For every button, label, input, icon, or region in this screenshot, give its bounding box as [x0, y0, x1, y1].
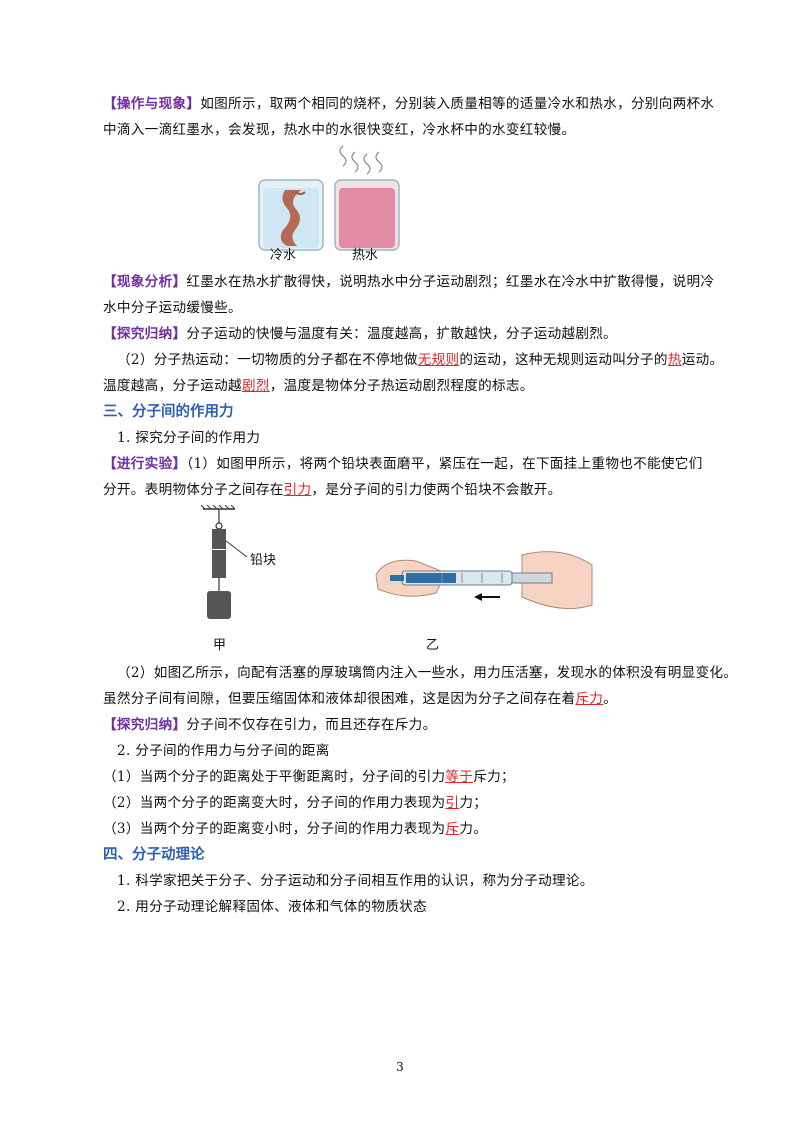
para-thermal-motion-line2: 温度越高，分子运动越剧烈，温度是物体分子热运动剧烈程度的标志。 [103, 378, 534, 394]
answer-repel: 斥 [445, 821, 460, 837]
subsection-4: 2. 用分子动理论解释固体、液体和气体的物质状态 [117, 899, 427, 915]
syringe-figure [375, 551, 593, 610]
lead-block-figure [200, 505, 248, 619]
tag-summary: 【探究归纳】 [103, 326, 187, 342]
list-item-2: （2）当两个分子的距离变大时，分子间的作用力表现为引力； [103, 795, 488, 811]
answer-attraction: 引力 [283, 482, 312, 498]
tag-experiment: 【进行实验】 [103, 456, 187, 472]
para-operation: 【操作与现象】如图所示，取两个相同的烧杯，分别装入质量相等的适量冷水和热水，分别… [103, 96, 715, 112]
answer-attract: 引 [445, 795, 460, 811]
para-syringe: （2）如图乙所示，向配有活塞的厚玻璃筒内注入一些水，用力压活塞，发现水的体积没有… [117, 665, 738, 681]
subsection-2: 2. 分子间的作用力与分子间的距离 [117, 743, 330, 759]
caption-lead-block: 铅块 [250, 553, 277, 568]
para-summary-1: 【探究归纳】分子运动的快慢与温度有关：温度越高，扩散越快，分子运动越剧烈。 [103, 326, 618, 342]
caption-jia: 甲 [213, 638, 227, 653]
list-item-3: （3）当两个分子的距离变小时，分子间的作用力表现为斥力。 [103, 821, 488, 837]
answer-repulsion: 斥力 [575, 691, 604, 707]
para-analysis: 【现象分析】红墨水在热水扩散得快，说明热水中分子运动剧烈；红墨水在冷水中扩散得慢… [103, 274, 715, 290]
page-number: 3 [396, 1060, 404, 1074]
subsection-1: 1. 探究分子间的作用力 [117, 430, 261, 446]
heading-intermolecular-force: 三、分子间的作用力 [103, 404, 234, 420]
beaker-figure [258, 145, 400, 251]
caption-cold-water: 冷水 [270, 248, 297, 263]
tag-analysis: 【现象分析】 [103, 274, 187, 290]
heading-kinetic-theory: 四、分子动理论 [103, 847, 205, 863]
answer-intense: 剧烈 [241, 378, 270, 394]
subsection-3: 1. 科学家把关于分子、分子运动和分子间相互作用的认识，称为分子动理论。 [117, 873, 594, 889]
para-experiment: 【进行实验】（1）如图甲所示，将两个铅块表面磨平，紧压在一起，在下面挂上重物也不… [103, 456, 703, 472]
tag-summary-2: 【探究归纳】 [103, 717, 187, 733]
para-experiment-line2: 分开。表明物体分子之间存在引力，是分子间的引力使两个铅块不会散开。 [103, 482, 562, 498]
caption-yi: 乙 [426, 638, 440, 653]
para-thermal-motion: （2）分子热运动：一切物质的分子都在不停地做无规则的运动，这种无规则运动叫分子的… [117, 352, 724, 368]
para-analysis-line2: 水中分子运动缓慢些。 [103, 300, 242, 316]
list-item-1: （1）当两个分子的距离处于平衡距离时，分子间的引力等于斥力； [103, 769, 515, 785]
para-syringe-line2: 虽然分子间有间隙，但要压缩固体和液体却很困难，这是因为分子之间存在着斥力。 [103, 691, 618, 707]
caption-hot-water: 热水 [352, 248, 379, 263]
answer-heat: 热 [667, 352, 682, 368]
para-operation-line2: 中滴入一滴红墨水，会发现，热水中的水很快变红，冷水杯中的水变红较慢。 [103, 122, 576, 138]
answer-equal: 等于 [445, 769, 474, 785]
answer-random: 无规则 [417, 352, 460, 368]
para-summary-2: 【探究归纳】分子间不仅存在引力，而且还存在斥力。 [103, 717, 437, 733]
tag-operation: 【操作与现象】 [103, 96, 201, 112]
